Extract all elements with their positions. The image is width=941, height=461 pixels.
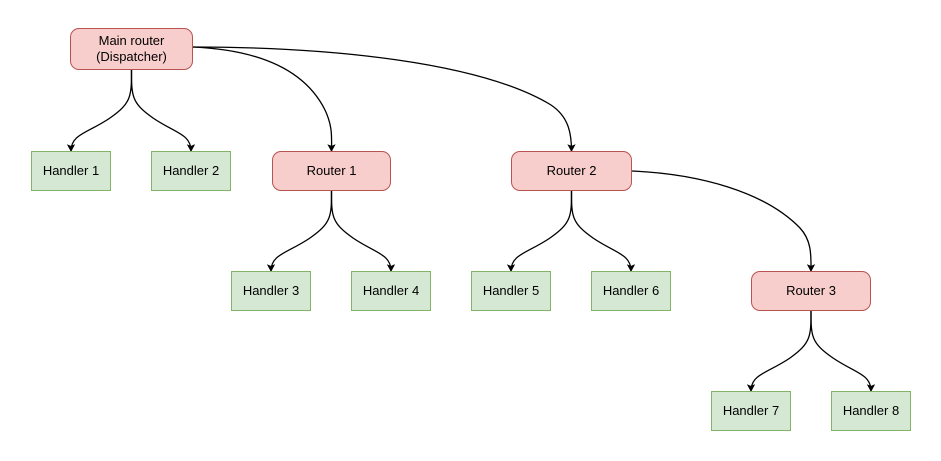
- node-label-handler-1: Handler 1: [42, 163, 100, 179]
- node-label-handler-6: Handler 6: [602, 283, 660, 299]
- node-main-router[interactable]: Main router (Dispatcher): [70, 28, 193, 70]
- node-handler-8[interactable]: Handler 8: [831, 391, 911, 431]
- node-label-router-3: Router 3: [786, 283, 836, 299]
- node-router-3[interactable]: Router 3: [751, 271, 871, 311]
- edge-router-3-to-handler-8: [810, 310, 876, 393]
- edge-main-router-to-handler-1: [66, 69, 133, 153]
- node-handler-6[interactable]: Handler 6: [591, 271, 671, 311]
- edges-group: [66, 46, 876, 393]
- node-router-2[interactable]: Router 2: [511, 151, 632, 191]
- node-handler-2[interactable]: Handler 2: [151, 151, 231, 191]
- node-label-handler-5: Handler 5: [482, 283, 540, 299]
- node-label-handler-2: Handler 2: [162, 163, 220, 179]
- edge-router-1-to-handler-4: [330, 190, 396, 273]
- node-router-1[interactable]: Router 1: [272, 151, 391, 191]
- node-label-main-router: Main router (Dispatcher): [96, 33, 167, 64]
- edge-main-router-to-handler-2: [130, 69, 196, 153]
- node-label-router-1: Router 1: [306, 163, 357, 179]
- node-label-handler-7: Handler 7: [722, 403, 780, 419]
- node-label-router-2: Router 2: [546, 163, 597, 179]
- node-handler-3[interactable]: Handler 3: [231, 271, 311, 311]
- edge-router-2-to-handler-6: [570, 190, 636, 273]
- node-label-handler-4: Handler 4: [362, 283, 420, 299]
- node-handler-5[interactable]: Handler 5: [471, 271, 551, 311]
- node-label-handler-3: Handler 3: [242, 283, 300, 299]
- edge-router-2-to-router-3: [631, 170, 816, 273]
- node-handler-1[interactable]: Handler 1: [31, 151, 111, 191]
- node-handler-7[interactable]: Handler 7: [711, 391, 791, 431]
- edge-router-1-to-handler-3: [266, 190, 333, 273]
- edge-main-router-to-router-1: [192, 46, 336, 153]
- edge-main-router-to-router-2: [192, 46, 576, 153]
- edge-router-3-to-handler-7: [746, 310, 812, 393]
- node-handler-4[interactable]: Handler 4: [351, 271, 431, 311]
- edge-router-2-to-handler-5: [506, 190, 573, 273]
- node-label-handler-8: Handler 8: [842, 403, 900, 419]
